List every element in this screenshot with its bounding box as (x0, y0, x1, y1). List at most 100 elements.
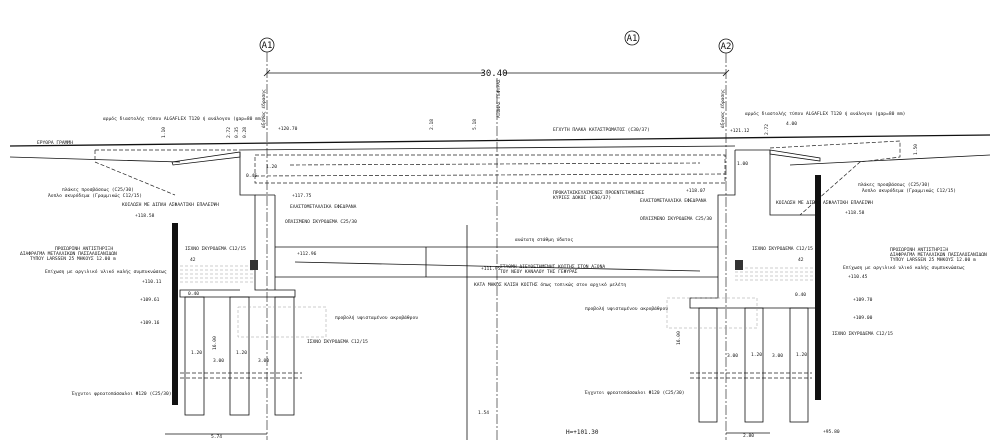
axis-a2: A2 (718, 38, 734, 440)
sheet-left-label-2: ΔΙΑΦΡΑΓΜΑ ΜΕΤΑΛΛΙΚΩΝ ΠΑΣΣΑΛΟΣΑΝΙΔΩΝ (20, 251, 117, 257)
rc-right-label: ΟΠΛΙΣΜΕΝΟ ΣΚΥΡΟΔΕΜΑ C25/30 (640, 216, 712, 222)
svg-text:30.40: 30.40 (480, 69, 507, 79)
dim: 1.20 (266, 164, 277, 170)
level: +120.70 (278, 126, 298, 132)
sheet-pile-left (172, 223, 178, 405)
piles-right (698, 307, 809, 423)
svg-text:A1: A1 (627, 34, 638, 44)
dim: 1.54 (478, 410, 489, 416)
level: +109.16 (140, 320, 160, 326)
bearings-left-label: ΕΛΑΣΤΟΜΕΤΑΛΛΙΚΑ ΕΦΕΔΡΑΝΑ (290, 204, 357, 210)
dim: 4.00 (786, 121, 797, 127)
lean-right-label: Άοπλο σκυρόδεμα (Γραμμικώς C12/15) (862, 187, 956, 194)
red-line-label: ΕΡΥΘΡΑ ΓΡΑΜΜΗ (37, 140, 73, 146)
dim: 2.72 (764, 124, 770, 135)
level-marks: +120.70 +121.12 +117.75 +118.07 +118.58 … (135, 126, 873, 435)
river-levels (275, 225, 718, 440)
dim: 5.18 (472, 119, 478, 130)
sheet-left-label-3: ΤΥΠΟΥ LARSSEN 25 ΜΗΚΟΥΣ 12.00 m (30, 256, 116, 262)
slope-label: ΚΑΤΑ ΜΗΚΟΣ ΚΛΙΣΗ ΚΟΙΤΗΣ όπως τοπικώς στο… (474, 281, 626, 288)
piles-left (184, 296, 295, 416)
dim: 3.00 (213, 358, 224, 364)
sheet-right-label-3: ΤΥΠΟΥ LARSSEN 25 ΜΗΚΟΥΣ 12.00 m (890, 257, 976, 263)
lean-bot-right-label: ΙΣΧΝΟ ΣΚΥΡΟΔΕΜΑ C12/15 (832, 331, 893, 337)
lean-top-left-label: ΙΣΧΝΟ ΣΚΥΡΟΔΕΜΑ C12/15 (185, 246, 246, 252)
beams-label-2: ΚΥΡΙΕΣ ΔΟΚΟΙ (C30/37) (553, 195, 611, 201)
approach-right-label: πλάκες προσβάσεως (C25/30) (858, 181, 930, 188)
lean-top-right-label: ΙΣΧΝΟ ΣΚΥΡΟΔΕΜΑ C12/15 (752, 246, 813, 252)
lean-bot-left-label: ΙΣΧΝΟ ΣΚΥΡΟΔΕΜΑ C12/15 (307, 339, 368, 345)
level: +109.70 (853, 297, 873, 303)
dim: 2.18 (429, 119, 435, 130)
bridge-axis-label: ΑΞΟΝΑΣ ΓΕΦΥΡΑΣ (496, 79, 502, 118)
svg-text:A2: A2 (721, 42, 732, 52)
right-abutment (666, 149, 821, 434)
level: +117.75 (292, 193, 312, 199)
dim: 5.74 (211, 434, 222, 440)
level: +118.58 (135, 213, 155, 219)
piles-right-label: Έγχυτοι φρεατοπάσσαλοι Φ120 (C25/30) (584, 389, 685, 396)
bearing-axis-right-label: άξονας έδρασης (719, 89, 726, 128)
approach-left-label: πλάκες προσβάσεως (C25/30) (62, 186, 134, 193)
dim: 1.20 (751, 352, 762, 358)
annotations: ΕΡΥΘΡΑ ΓΡΑΜΜΗ αρμός διαστολής τύπου ALGA… (20, 110, 987, 436)
dim: 0.45 (246, 173, 257, 179)
dim: 3.00 (727, 353, 738, 359)
dim: 16.00 (212, 336, 218, 350)
level: +109.61 (140, 297, 160, 303)
level: +110.11 (142, 279, 162, 285)
level: +110.45 (848, 274, 868, 280)
bed-label-1: ΣΤΑΘΜΗ ΔΙΕΥΘΕΤΗΜΕΝΗΣ ΚΟΙΤΗΣ ΣΤΟΝ ΑΞΟΝΑ (500, 264, 605, 270)
dim: 2.80 (743, 433, 754, 439)
rc-left-label: ΟΠΛΙΣΜΕΝΟ ΣΚΥΡΟΔΕΜΑ C25/30 (285, 219, 357, 225)
joint-right-label: αρμός διαστολής τύπου ALGAFLEX T120 ή αν… (745, 110, 905, 117)
dim: 1.10 (161, 127, 167, 138)
bed-label-2: ΤΟΥ ΝΕΟΥ ΚΑΝΑΛΟΥ ΤΗΣ ΓΕΦΥΡΑΣ (500, 269, 578, 275)
level: +112.96 (297, 251, 317, 257)
level: +121.12 (730, 128, 750, 134)
bearing-axis-left-label: άξονας έδρασης (260, 89, 267, 128)
dim: 1.00 (737, 161, 748, 167)
svg-text:A1: A1 (262, 41, 273, 51)
h-ref-label: Η=+101.30 (566, 429, 599, 436)
dim: 0.28 (242, 127, 248, 138)
lean-left-label: Άοπλο σκυρόδεμα (Γραμμικώς C12/15) (48, 192, 142, 199)
max-water-label: ανώτατη στάθμη ύδατος (515, 236, 573, 243)
dim: 0.40 (188, 291, 199, 297)
fill-left-label: Επίχωση με αργιλικό υλικό καλής συμπυκνώ… (45, 268, 167, 275)
bearings-right-label: ΕΛΑΣΤΟΜΕΤΑΛΛΙΚΑ ΕΦΕΔΡΑΝΑ (640, 198, 707, 204)
beams-label-1: ΠΡΟΚΑΤΑΣΚΕΥΑΣΜΕΝΕΣ ΠΡΟΕΝΤΕΤΑΜΕΝΕΣ (553, 190, 645, 196)
dim: 2.72 (226, 127, 232, 138)
dim: 1.20 (236, 350, 247, 356)
dim: 3.00 (258, 358, 269, 364)
existing-right-label: προβολή υφισταμένου ακροβάθρου (585, 305, 668, 312)
dim: 3.00 (772, 353, 783, 359)
dim: 0.35 (234, 127, 240, 138)
fill-right-label: Επίχωση με αργιλικό υλικό καλής συμπυκνώ… (843, 264, 965, 271)
existing-left-label: προβολή υφισταμένου ακροβάθρου (335, 314, 418, 321)
piles-left-label: Έγχυτοι φρεατοπάσσαλοι Φ120 (C25/30) (71, 390, 172, 397)
level: +111.95 (481, 266, 501, 272)
sheet-left-label-1: ΠΡΟΣΩΡΙΝΗ ΑΝΤΙΣΤΗΡΙΞΗ (55, 246, 113, 252)
sheet-pile-right (815, 175, 821, 400)
dim: 0.40 (795, 292, 806, 298)
left-abutment (165, 152, 327, 435)
dim: 1.20 (191, 350, 202, 356)
sheet-right-label-1: ΠΡΟΣΩΡΙΝΗ ΑΝΤΙΣΤΗΡΙΞΗ (890, 247, 948, 253)
drain-left-label: ΚΟΙΛΩΣΗ ΜΕ ΔΙΠΛΗ ΑΣΦΑΛΤΙΚΗ ΕΠΑΛΕΙΨΗ (122, 202, 219, 208)
dim: 1.50 (913, 144, 919, 155)
level: +118.07 (686, 188, 706, 194)
level: +109.00 (853, 315, 873, 321)
span-dimension: 30.40 (263, 67, 730, 79)
dim: 1.20 (796, 352, 807, 358)
dim: 16.00 (676, 331, 682, 345)
level: +118.58 (845, 210, 865, 216)
level: +95.80 (823, 429, 840, 435)
dim: 42 (190, 257, 196, 263)
dimension-texts: 1.10 2.72 0.35 0.28 2.18 5.18 4.00 2.72 … (161, 119, 919, 440)
sheet-right-label-2: ΔΙΑΦΡΑΓΜΑ ΜΕΤΑΛΛΙΚΩΝ ΠΑΣΣΑΛΟΣΑΝΙΔΩΝ (890, 252, 987, 258)
axis-a1-mid: A1 (624, 30, 640, 46)
drain-right-label: ΚΟΙΛΩΣΗ ΜΕ ΔΙΠΛΗ ΑΣΦΑΛΤΙΚΗ ΕΠΑΛΕΙΨΗ (776, 200, 873, 206)
